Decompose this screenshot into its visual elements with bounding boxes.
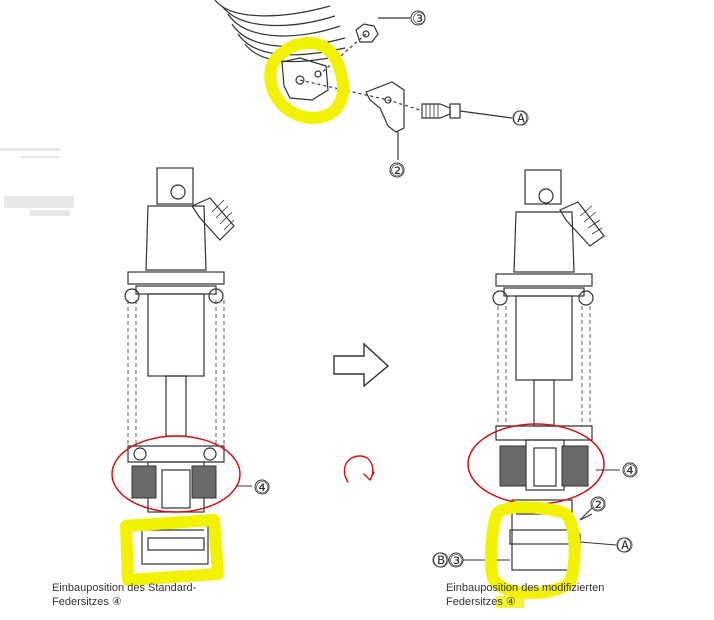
callout-4-left: ④ xyxy=(255,480,269,497)
callout-4-right: ④ xyxy=(623,463,637,480)
callout-2-right: ② xyxy=(591,497,605,514)
yellow-highlight-caption xyxy=(496,596,524,608)
left-shock-absorber xyxy=(124,167,235,565)
yellow-highlight-top xyxy=(264,37,349,125)
caption-right-line2: Federsitzes ④ xyxy=(446,596,516,608)
callout-2-top: ② xyxy=(390,163,404,180)
top-callouts: ③ Ⓐ ② xyxy=(389,10,529,180)
callout-a-right: Ⓐ xyxy=(617,537,633,555)
caption-left-line2: Federsitzes ④ xyxy=(52,596,122,608)
callout-3-top: ③ xyxy=(412,11,426,28)
right-spring-seat-rubbers xyxy=(499,445,589,487)
caption-left: Einbauposition des Standard- Federsitzes… xyxy=(52,581,196,609)
red-annotation-left xyxy=(111,435,241,513)
callout-b-right: Ⓑ xyxy=(433,552,449,570)
caption-right: Einbauposition des modifizierten Federsi… xyxy=(446,581,604,609)
callout-3-right: ③ xyxy=(449,553,463,570)
yellow-highlight-left xyxy=(120,514,224,586)
top-spring-assembly xyxy=(214,0,513,160)
caption-right-line1: Einbauposition des modifizierten xyxy=(446,582,605,594)
yellow-highlight-right xyxy=(484,501,581,599)
caption-left-line1: Einbauposition des Standard- xyxy=(52,582,197,594)
scan-noise xyxy=(0,148,74,216)
callout-a-top: Ⓐ xyxy=(513,110,529,128)
left-spring-seat-rubbers xyxy=(131,465,217,499)
right-arrow-icon xyxy=(333,342,390,388)
red-curl-annotation xyxy=(343,455,375,483)
